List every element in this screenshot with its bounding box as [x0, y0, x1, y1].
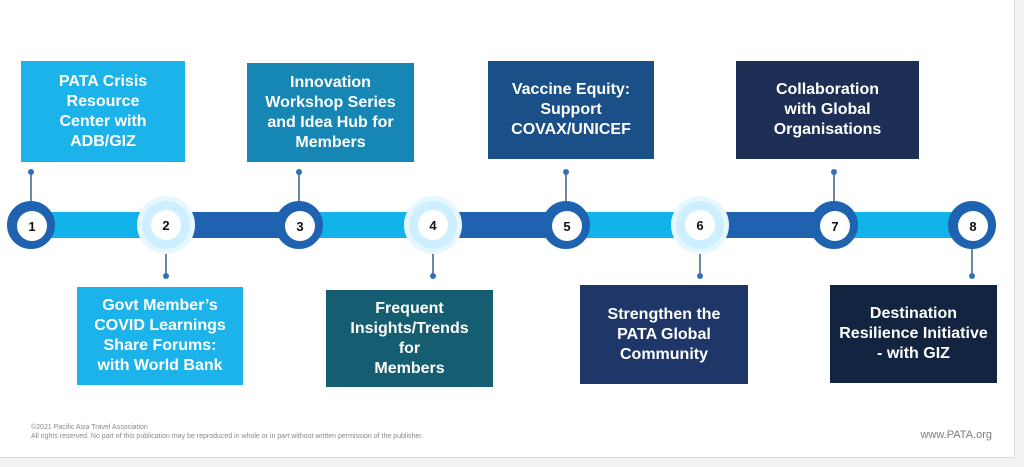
connector-stem-3: [298, 172, 300, 212]
milestone-node-3: 3: [275, 201, 323, 249]
connector-stem-5: [565, 172, 567, 212]
milestone-number-8: 8: [958, 211, 988, 241]
connector-dot-6: [697, 273, 703, 279]
connector-dot-5: [563, 169, 569, 175]
milestone-node-6: 6: [676, 201, 724, 249]
connector-dot-8: [969, 273, 975, 279]
connector-stem-4: [432, 238, 434, 276]
copyright-notice: ©2021 Pacific Asia Travel Association Al…: [31, 423, 423, 441]
milestone-box-7: Collaboration with Global Organisations: [736, 61, 919, 159]
milestone-node-5: 5: [542, 201, 590, 249]
milestone-number-3: 3: [285, 211, 315, 241]
milestone-number-5: 5: [552, 211, 582, 241]
rights-line: All rights reserved. No part of this pub…: [31, 433, 424, 440]
connector-dot-1: [28, 169, 34, 175]
connector-stem-6: [699, 238, 701, 276]
milestone-number-4: 4: [418, 210, 448, 240]
milestone-box-3: Innovation Workshop Series and Idea Hub …: [247, 63, 414, 162]
connector-stem-7: [833, 172, 835, 212]
milestone-box-5: Vaccine Equity: Support COVAX/UNICEF: [488, 61, 654, 159]
milestone-node-1: 1: [7, 201, 55, 249]
connector-dot-2: [163, 273, 169, 279]
connector-dot-7: [831, 169, 837, 175]
timeline-slide: 1 2 3 4 5 6 7 8 PATA Crisis Resource Cen…: [0, 0, 1015, 458]
connector-stem-1: [30, 172, 32, 212]
milestone-box-1: PATA Crisis Resource Center with ADB/GIZ: [21, 61, 185, 162]
milestone-number-7: 7: [820, 211, 850, 241]
milestone-box-4: Frequent Insights/Trends for Members: [326, 290, 493, 387]
copyright-line: ©2021 Pacific Asia Travel Association: [31, 424, 148, 431]
connector-dot-4: [430, 273, 436, 279]
milestone-number-2: 2: [151, 210, 181, 240]
website-url: www.PATA.org: [920, 429, 992, 441]
milestone-box-2: Govt Member’s COVID Learnings Share Foru…: [77, 287, 243, 385]
milestone-node-8: 8: [948, 201, 996, 249]
milestone-node-7: 7: [810, 201, 858, 249]
connector-stem-2: [165, 238, 167, 276]
milestone-box-8: Destination Resilience Initiative - with…: [830, 285, 997, 383]
milestone-number-1: 1: [17, 211, 47, 241]
milestone-node-2: 2: [142, 201, 190, 249]
milestone-node-4: 4: [409, 201, 457, 249]
milestone-box-6: Strengthen the PATA Global Community: [580, 285, 748, 384]
connector-stem-8: [971, 238, 973, 276]
milestone-number-6: 6: [685, 210, 715, 240]
connector-dot-3: [296, 169, 302, 175]
